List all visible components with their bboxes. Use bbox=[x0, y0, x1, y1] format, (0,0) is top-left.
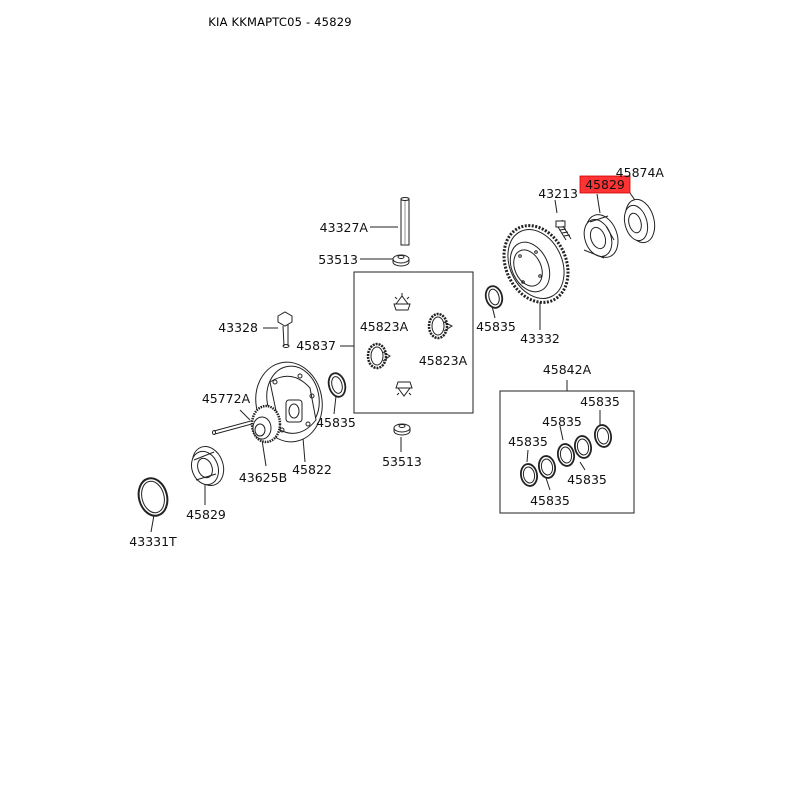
selected-part-highlight bbox=[579, 175, 631, 194]
lock-pin-icon bbox=[277, 311, 293, 348]
ring-gear-icon bbox=[502, 224, 570, 304]
part-label-45772A[interactable]: 45772A bbox=[202, 391, 251, 406]
part-label-45823A-right[interactable]: 45823A bbox=[419, 353, 468, 368]
part-label-43331T[interactable]: 43331T bbox=[129, 534, 177, 549]
shim-ring-case-icon bbox=[327, 372, 347, 398]
part-label-45829-selected[interactable]: 45829 bbox=[585, 177, 625, 192]
side-gear-right-icon bbox=[427, 312, 454, 340]
part-label-45829-bottom[interactable]: 45829 bbox=[186, 507, 226, 522]
part-label-45835-gear[interactable]: 45835 bbox=[476, 319, 516, 334]
pinion-gear-top-icon bbox=[393, 293, 411, 311]
part-label-45835-kit-5[interactable]: 45835 bbox=[530, 493, 570, 508]
part-label-45874A[interactable]: 45874A bbox=[616, 165, 665, 180]
part-label-45835-kit-3[interactable]: 45835 bbox=[508, 434, 548, 449]
differential-case-icon bbox=[250, 361, 323, 444]
bolt-icon bbox=[555, 220, 572, 241]
tapered-bearing-bottom-icon bbox=[190, 446, 225, 486]
part-label-45842A[interactable]: 45842A bbox=[543, 362, 592, 377]
side-gear-left-icon bbox=[366, 342, 391, 370]
part-label-45835-kit-1[interactable]: 45835 bbox=[580, 394, 620, 409]
pinion-gear-bottom-icon bbox=[395, 381, 413, 397]
part-label-45837[interactable]: 45837 bbox=[296, 338, 336, 353]
tapered-bearing-top-icon bbox=[583, 214, 619, 259]
part-label-45835-kit-2[interactable]: 45835 bbox=[542, 414, 582, 429]
diagram-title: KIA KKMAPTC05 - 45829 bbox=[208, 15, 352, 29]
part-label-43328[interactable]: 43328 bbox=[218, 320, 258, 335]
part-label-53513-bottom[interactable]: 53513 bbox=[382, 454, 422, 469]
part-label-45822[interactable]: 45822 bbox=[292, 462, 332, 477]
part-label-43625B[interactable]: 43625B bbox=[239, 470, 287, 485]
part-label-45835-case[interactable]: 45835 bbox=[316, 415, 356, 430]
part-label-43327A[interactable]: 43327A bbox=[320, 220, 369, 235]
part-label-45823A-left[interactable]: 45823A bbox=[360, 319, 409, 334]
pinion-set-box bbox=[353, 271, 474, 414]
part-label-53513-top[interactable]: 53513 bbox=[318, 252, 358, 267]
shim-ring-icon bbox=[484, 285, 504, 309]
part-label-45835-kit-4[interactable]: 45835 bbox=[567, 472, 607, 487]
shim-kit-rings bbox=[519, 424, 613, 487]
part-label-43332[interactable]: 43332 bbox=[520, 331, 560, 346]
oil-seal-icon bbox=[623, 198, 656, 244]
part-label-43213[interactable]: 43213 bbox=[538, 186, 578, 201]
